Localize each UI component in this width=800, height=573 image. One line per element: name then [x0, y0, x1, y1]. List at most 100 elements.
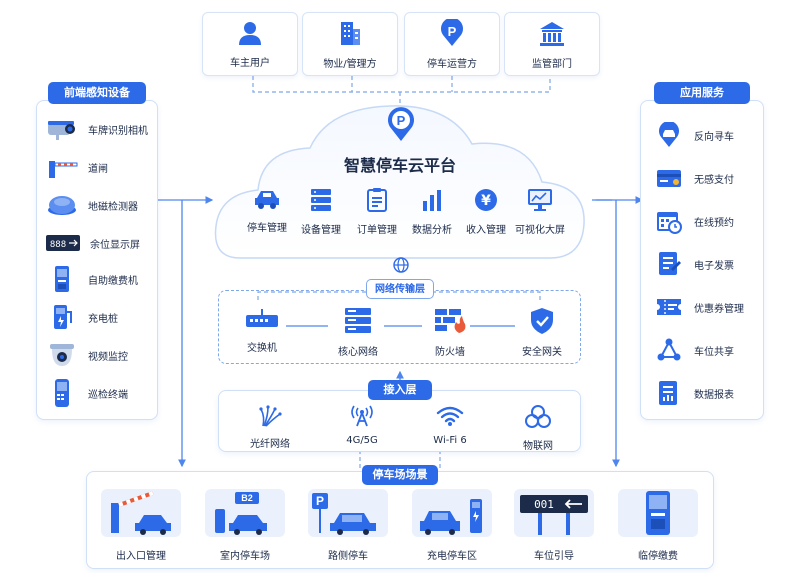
scene-label: 临停缴费	[638, 551, 678, 562]
core-network-icon	[343, 307, 373, 335]
node-label: 光纤网络	[250, 439, 290, 450]
service-label: 无感支付	[694, 174, 734, 186]
func-order[interactable]: 订单管理	[347, 188, 407, 236]
node-label: 核心网络	[338, 347, 378, 358]
service-report[interactable]: 数据报表	[656, 378, 734, 408]
net-node-core[interactable]: 核心网络	[330, 307, 386, 358]
scene-label: 出入口管理	[116, 551, 166, 562]
scene-indoor[interactable]: B2 室内停车场	[201, 489, 289, 562]
coupon-icon	[656, 294, 682, 320]
access-node-fiber[interactable]: 光纤网络	[240, 405, 300, 450]
device-charger[interactable]: 充电桩	[46, 302, 118, 332]
func-analysis[interactable]: 数据分析	[402, 188, 462, 236]
barrier-gate-icon	[46, 152, 78, 182]
firewall-icon	[434, 307, 466, 335]
node-label: Wi-Fi 6	[433, 435, 467, 446]
car-locate-icon	[656, 122, 682, 148]
node-label: 交换机	[247, 343, 277, 354]
role-card-operator[interactable]: P 停车运营方	[404, 12, 500, 76]
service-space-share[interactable]: 车位共享	[656, 335, 734, 365]
camera-icon	[46, 114, 78, 144]
cloud-shape	[214, 105, 585, 259]
func-label: 可视化大屏	[515, 225, 565, 236]
yuan-icon: ¥	[474, 188, 498, 212]
network-layer-title: 网络传输层	[366, 279, 434, 299]
display-screen-icon: 888	[46, 228, 80, 258]
role-label: 车主用户	[230, 57, 270, 69]
roadside-parking-sign: P	[316, 494, 324, 508]
access-node-iot[interactable]: 物联网	[508, 405, 568, 452]
device-geo-sensor[interactable]: 地磁检测器	[46, 190, 138, 220]
service-label: 反向寻车	[694, 131, 734, 143]
func-device[interactable]: 设备管理	[291, 188, 351, 236]
globe-icon	[393, 257, 409, 273]
func-parking[interactable]: 停车管理	[237, 188, 297, 234]
service-label: 车位共享	[694, 346, 734, 358]
charging-pile-icon	[46, 302, 78, 332]
building-icon	[336, 19, 364, 47]
device-kiosk[interactable]: 自助缴费机	[46, 264, 138, 294]
fiber-icon	[257, 405, 283, 427]
device-lpr-camera[interactable]: 车牌识别相机	[46, 114, 148, 144]
scene-entrance[interactable]: 出入口管理	[97, 489, 185, 562]
service-auto-pay[interactable]: 无感支付	[656, 163, 734, 193]
service-label: 在线预约	[694, 217, 734, 229]
func-label: 停车管理	[247, 223, 287, 234]
node-label: 4G/5G	[346, 435, 378, 446]
scene-layer-box	[86, 471, 714, 569]
device-label: 巡检终端	[88, 389, 128, 401]
scene-label: 室内停车场	[220, 551, 270, 562]
device-label: 视频监控	[88, 351, 128, 363]
left-panel	[36, 100, 158, 420]
guidance-sign-icon: 001	[514, 489, 594, 537]
share-icon	[656, 337, 682, 363]
net-node-switch[interactable]: 交换机	[236, 307, 288, 354]
scene-label: 路侧停车	[328, 551, 368, 562]
service-label: 数据报表	[694, 389, 734, 401]
left-panel-title: 前端感知设备	[48, 82, 146, 104]
func-revenue[interactable]: ¥ 收入管理	[456, 188, 516, 236]
scene-label: 车位引导	[534, 551, 574, 562]
service-car-finder[interactable]: 反向寻车	[656, 120, 734, 150]
role-card-property[interactable]: 物业/管理方	[302, 12, 398, 76]
guidance-space-number: 001	[534, 498, 554, 511]
scene-roadside[interactable]: P 路侧停车	[304, 489, 392, 562]
device-space-display[interactable]: 888 余位显示屏	[46, 228, 140, 258]
handheld-terminal-icon	[46, 378, 78, 408]
scene-label: 充电停车区	[427, 551, 477, 562]
service-reservation[interactable]: 在线预约	[656, 206, 734, 236]
scene-charging[interactable]: 充电停车区	[408, 489, 496, 562]
service-label: 电子发票	[694, 260, 734, 272]
device-barrier[interactable]: 道闸	[46, 152, 108, 182]
service-coupon[interactable]: 优惠券管理	[656, 292, 744, 322]
antenna-icon	[349, 405, 375, 427]
wifi-icon	[436, 405, 464, 427]
func-label: 设备管理	[301, 225, 341, 236]
scene-layer-title: 停车场场景	[362, 465, 438, 485]
monitor-icon	[527, 188, 553, 212]
role-label: 停车运营方	[427, 58, 477, 70]
svg-text:¥: ¥	[481, 193, 491, 209]
user-icon	[237, 20, 263, 46]
shield-icon	[529, 307, 555, 335]
server-icon	[309, 188, 333, 212]
dome-camera-icon	[46, 340, 78, 370]
node-label: 物联网	[523, 441, 553, 452]
func-dashboard[interactable]: 可视化大屏	[510, 188, 570, 236]
calendar-icon	[656, 208, 682, 234]
access-node-cellular[interactable]: 4G/5G	[332, 405, 392, 446]
role-card-owner[interactable]: 车主用户	[202, 12, 298, 76]
role-label: 监管部门	[532, 58, 572, 70]
scene-guidance[interactable]: 001 车位引导	[510, 489, 598, 562]
bar-chart-icon	[420, 188, 444, 212]
device-handheld[interactable]: 巡检终端	[46, 378, 128, 408]
device-cctv[interactable]: 视频监控	[46, 340, 128, 370]
net-node-gateway[interactable]: 安全网关	[514, 307, 570, 358]
card-payment-icon	[656, 165, 682, 191]
scene-temp-pay[interactable]: 临停缴费	[614, 489, 702, 562]
service-e-invoice[interactable]: 电子发票	[656, 249, 734, 279]
net-node-firewall[interactable]: 防火墙	[424, 307, 476, 358]
access-node-wifi[interactable]: Wi-Fi 6	[420, 405, 480, 446]
report-icon	[656, 380, 682, 406]
role-card-regulator[interactable]: 监管部门	[504, 12, 600, 76]
